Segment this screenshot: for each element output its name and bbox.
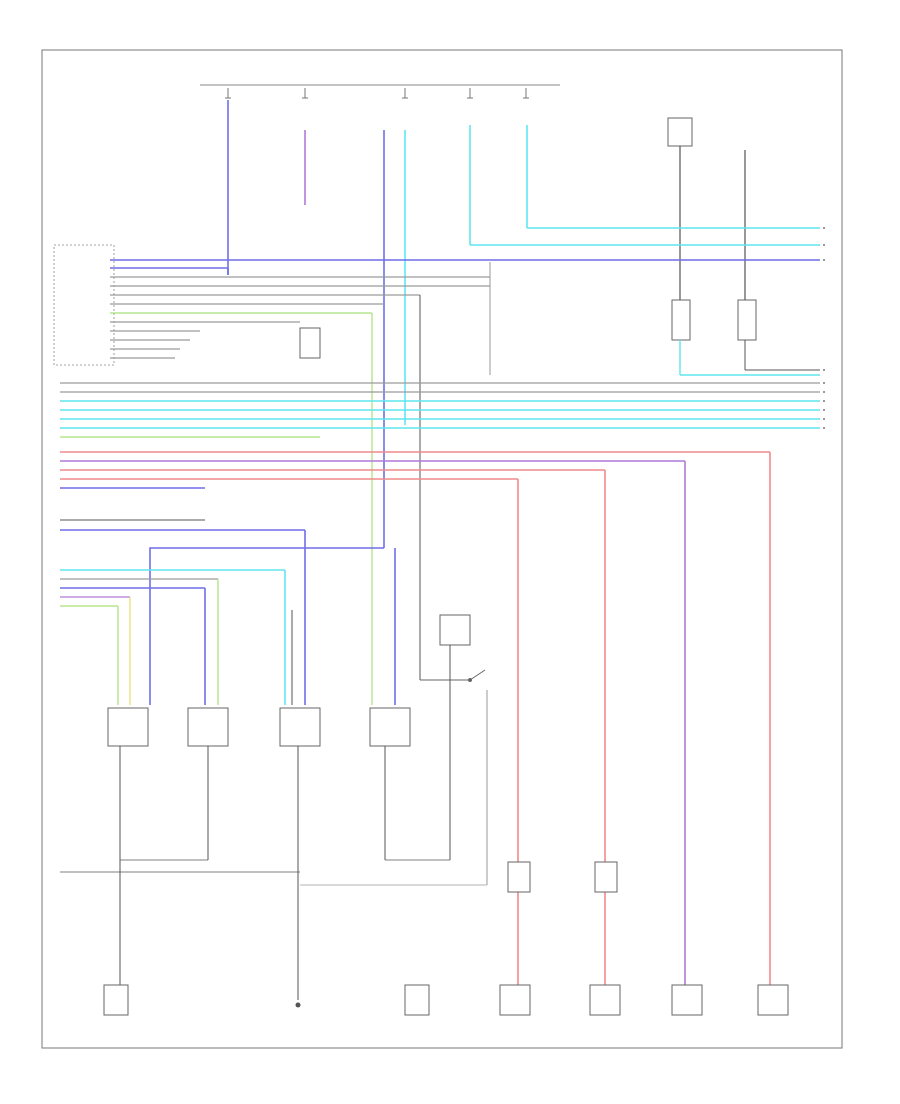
right-relay-1 [671,299,691,341]
fuse-3-symbol [402,88,408,99]
wire-segment-110 [823,427,825,429]
top-right-fusible-link [667,117,693,147]
fuse-4-symbol [467,88,473,99]
fuse-symbols [225,88,529,99]
bottom-switch-1 [103,984,129,1016]
switch-box-4 [369,707,411,747]
mid-switch [420,669,486,682]
bottom-switch-2 [404,984,430,1016]
switch-box-3 [279,707,321,747]
wire-segment-107 [823,400,825,402]
wire-segment-102 [823,244,825,246]
diagram-frame [41,49,843,1049]
center-relay [299,327,321,359]
wire-segment-109 [823,418,825,420]
wire-segment-106 [823,391,825,393]
bottom-switch-4 [589,984,621,1016]
bottom-switch-row [103,984,789,1016]
lower-relay-2 [594,861,618,893]
right-edge-pins [823,227,825,429]
fuse-1-symbol [225,88,231,99]
wire-segment-108 [823,409,825,411]
wire-segment-19 [53,244,115,366]
wire-segment-80 [468,678,472,682]
bottom-switch-3 [499,984,531,1016]
right-relay-2 [737,299,757,341]
wire-segment-79 [469,669,486,681]
wire-segment-61 [149,547,384,705]
fuse-5-symbol [523,88,529,99]
lower-relay-1 [507,861,531,893]
bottom-ground-point [295,1002,301,1008]
wire-segment-101 [823,227,825,229]
left-control-unit-connector [53,244,115,366]
bottom-switch-6 [757,984,789,1016]
wire-segment-103 [823,259,825,261]
lower-switch-row [107,707,411,747]
switch-box-1 [107,707,149,747]
fuse-2-symbol [302,88,308,99]
wire-segment-105 [823,382,825,384]
bottom-switch-5 [671,984,703,1016]
switch-box-2 [187,707,229,747]
mid-component [439,614,471,646]
wire-segment-104 [823,369,825,371]
